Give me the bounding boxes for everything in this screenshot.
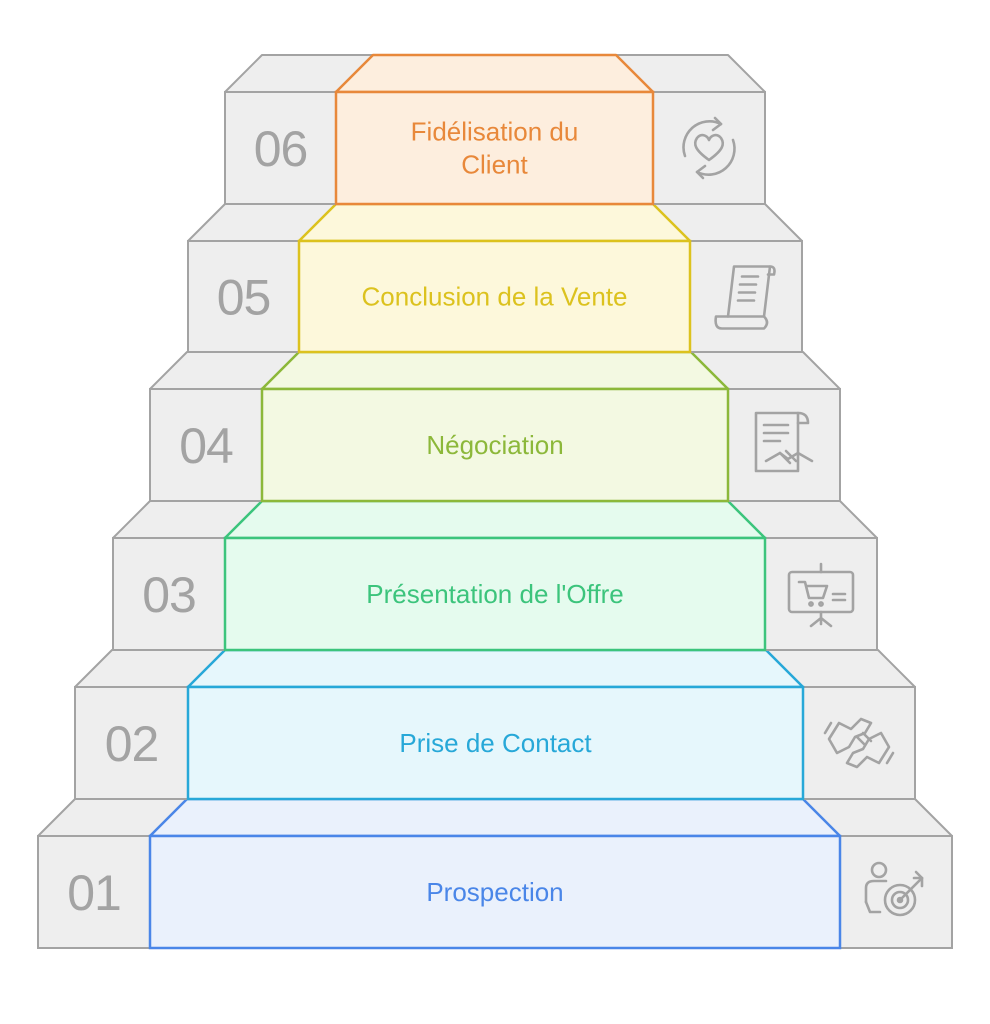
step-label: Prospection	[426, 877, 563, 907]
heart-cycle-icon	[682, 116, 736, 180]
step-panel	[223, 536, 767, 652]
number-block	[224, 91, 337, 205]
step-label: Prise de Contact	[399, 728, 592, 758]
step-03: 03 Présentation de l'Offre	[112, 499, 878, 652]
step-tread	[186, 648, 805, 689]
contract-handshake-icon	[754, 411, 814, 473]
step-number: 04	[179, 418, 233, 474]
step-label: Client	[461, 150, 528, 180]
person-target-icon	[864, 861, 924, 917]
icon-block	[802, 686, 916, 800]
step-panel	[260, 387, 730, 503]
number-block	[74, 686, 189, 800]
icon-block	[689, 240, 803, 353]
step-panel	[186, 685, 805, 801]
step-tread	[297, 202, 692, 243]
step-panel	[148, 834, 842, 950]
step-panel	[334, 90, 655, 206]
step-04: 04 Négociation	[149, 350, 841, 503]
step-panel	[297, 239, 692, 354]
step-02: 02 Prise de Contact	[74, 648, 916, 801]
step-tread	[148, 797, 842, 838]
step-01: 01 Prospection	[37, 797, 953, 950]
number-block	[37, 835, 151, 949]
icon-block	[727, 388, 841, 502]
step-label: Présentation de l'Offre	[366, 579, 623, 609]
number-block	[149, 388, 263, 502]
handshake-icon	[823, 717, 895, 769]
step-label: Conclusion de la Vente	[362, 282, 628, 312]
step-05: 05 Conclusion de la Vente	[187, 202, 803, 354]
step-label: Fidélisation du	[411, 117, 579, 147]
step-number: 01	[67, 865, 121, 921]
step-number: 05	[217, 270, 271, 326]
presentation-cart-icon	[787, 562, 855, 628]
step-number: 03	[142, 567, 196, 623]
step-tread	[223, 499, 767, 540]
icon-block	[764, 537, 878, 651]
scroll-document-icon	[714, 265, 776, 330]
step-number: 02	[105, 716, 159, 772]
step-tread	[334, 53, 655, 94]
step-label: Négociation	[426, 430, 563, 460]
step-tread	[260, 350, 730, 391]
step-number: 06	[254, 121, 308, 177]
icon-block	[652, 91, 766, 205]
